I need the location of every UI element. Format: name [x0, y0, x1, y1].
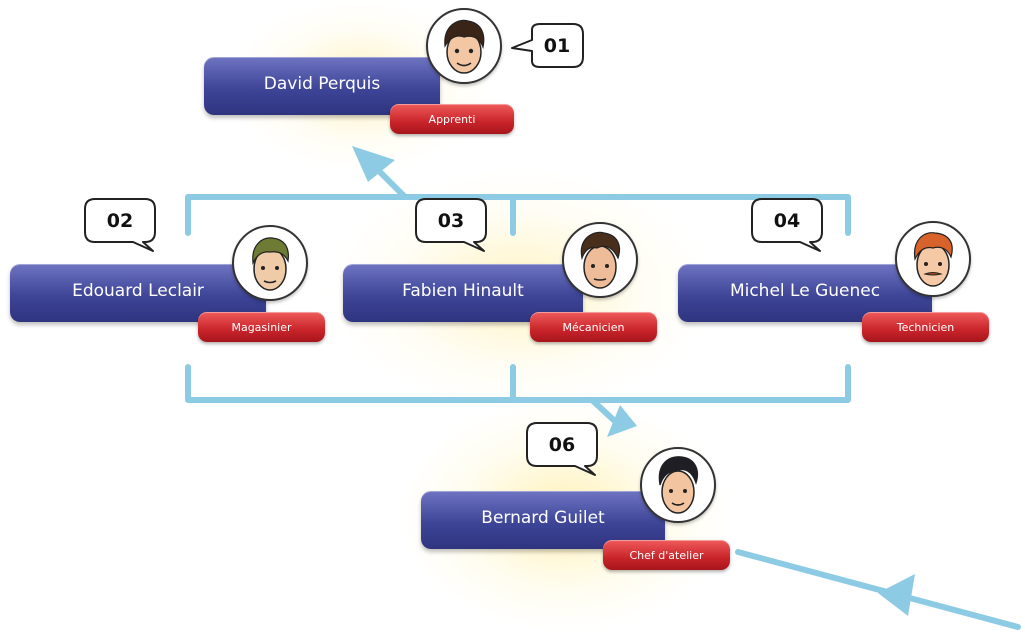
arrow-up-shaft [373, 165, 408, 200]
arrow-up-head [352, 146, 395, 182]
avatar-fabien-hinault [562, 222, 638, 298]
avatar-edouard-leclair [232, 225, 308, 301]
role-label: Magasinier [231, 320, 292, 334]
avatar-michel-le-guenec [895, 221, 971, 297]
role-badge-technicien: Technicien [862, 312, 989, 342]
long-arrow-shaft [735, 549, 1021, 630]
callout-bubble-03: 03 [414, 196, 494, 252]
callout-number: 04 [773, 210, 801, 232]
avatar-david-perquis [426, 8, 502, 84]
arrow-bottom-head [607, 405, 637, 437]
callout-bubble-02: 02 [83, 196, 163, 252]
role-label: Apprenti [428, 112, 476, 126]
bottom-bracket [185, 364, 851, 403]
callout-number: 06 [548, 434, 576, 456]
callout-bubble-01: 01 [507, 21, 587, 77]
long-arrow-head [878, 574, 915, 616]
name-label: Michel Le Guenec [729, 281, 881, 301]
face-icon [913, 232, 953, 287]
speech-bubble-icon [415, 198, 487, 252]
name-label: David Perquis [263, 74, 381, 94]
face-icon [580, 231, 621, 289]
avatar-bernard-guilet [640, 447, 716, 523]
callout-number: 03 [437, 210, 465, 232]
role-label: Technicien [896, 320, 955, 334]
role-label: Mécanicien [562, 320, 625, 334]
callout-bubble-06: 06 [525, 420, 605, 476]
face-icon [252, 237, 289, 291]
callout-number: 01 [543, 35, 571, 57]
face-icon [658, 456, 699, 514]
speech-bubble-icon [511, 23, 584, 68]
name-label: Bernard Guilet [481, 508, 605, 528]
role-label: Chef d'atelier [629, 548, 704, 562]
name-label: Edouard Leclair [72, 281, 204, 301]
role-badge-mecanicien: Mécanicien [530, 312, 657, 342]
callout-number: 02 [106, 210, 134, 232]
name-label: Fabien Hinault [402, 281, 524, 301]
name-box-bernard-guilet: Bernard Guilet [421, 491, 665, 549]
face-icon [444, 19, 485, 74]
role-badge-magasinier: Magasinier [198, 312, 325, 342]
arrow-bottom-shaft [589, 397, 621, 427]
role-badge-apprenti: Apprenti [390, 104, 514, 134]
top-bracket [185, 194, 851, 236]
speech-bubble-icon [751, 198, 823, 252]
role-badge-chef-d-atelier: Chef d'atelier [603, 540, 730, 570]
callout-bubble-04: 04 [750, 196, 830, 252]
speech-bubble-icon [526, 422, 598, 476]
speech-bubble-icon [84, 198, 156, 252]
